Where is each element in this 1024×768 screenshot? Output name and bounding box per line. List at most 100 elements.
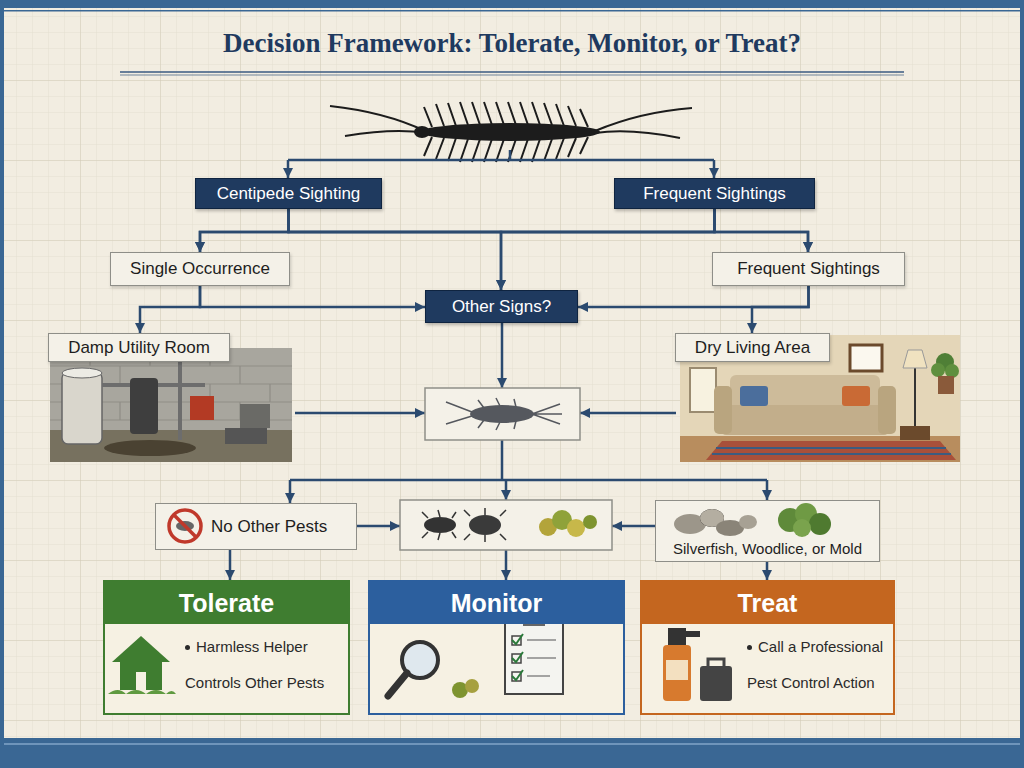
living-room-illustration-part [712,448,951,454]
condition-box: No Other Pests [155,503,357,550]
panel-heading: Monitor [451,589,543,618]
box-label: Frequent Sightings [643,184,786,204]
panel-body: Harmless HelperControls Other Pests [105,624,348,692]
signs-icon-box-part [422,508,506,542]
signs-icon-box [400,500,612,550]
silverfish-box-part [470,405,534,423]
monitor-panel-fill [368,580,625,715]
decision-box: Frequent Sightings [614,178,815,209]
treat-panel-fill-part [640,580,895,715]
branch-box: Frequent Sightings [712,252,905,286]
centipede-figure-part [595,108,692,138]
living-room-illustration-part [722,405,888,435]
treat-panel-fill [640,580,895,715]
signs-icon-box-part [424,517,456,533]
flow-arrows-part [289,480,292,503]
box-label: Dry Living Area [695,338,810,358]
flow-arrow [766,562,769,580]
no-pests-box-fill-part [169,510,201,542]
silverfish-box-part [446,398,562,430]
panel-header: Treat [642,582,893,624]
outcome-panel: TreatCall a ProfessionalPest Control Act… [640,580,895,715]
treat-panel-fill-part [666,660,688,680]
page-frame-part [0,738,1024,768]
title-rule-part [120,75,904,76]
page-frame-part [0,10,1024,12]
page-frame-part [0,0,4,768]
treat-panel-fill-part [708,659,724,666]
page-frame-part [1020,0,1024,768]
panel-line: Controls Other Pests [185,674,348,692]
pest-signs-box-fill [655,500,880,562]
signs-icon-box-part [567,519,585,537]
panel-note: Controls Other Pests [185,674,324,691]
centipede-figure-part [414,126,430,138]
panel-header: Monitor [370,582,623,624]
page-frame-part [0,743,1024,745]
living-room-illustration-part [714,386,732,434]
flow-arrows-part [766,480,769,500]
title-rule-part [120,71,904,73]
treat-panel-fill-part [686,631,700,637]
treat-panel-fill-part [700,666,732,701]
monitor-panel-fill-part [512,634,523,680]
flow-arrow [200,209,715,252]
box-label: Damp Utility Room [68,338,210,358]
silverfish-box [425,388,580,440]
living-room-illustration-part [690,368,716,412]
monitor-panel-fill-part [388,673,407,696]
living-room-illustration-part [903,350,927,368]
utility-room-illustration [50,348,292,462]
panel-header: Tolerate [105,582,348,624]
flow-arrows-part [612,525,655,528]
pest-signs-box-fill-part [793,519,811,537]
panel-heading: Tolerate [179,589,274,618]
flow-arrow [501,209,715,290]
centipede-figure-part [420,123,600,141]
living-room-illustration-part [945,364,959,378]
tolerate-panel-fill-part [108,690,176,694]
flow-arrows-part [288,150,714,160]
no-pests-box-fill-part [174,515,196,537]
flow-arrows-part [713,160,716,178]
utility-room-illustration-part [62,368,102,378]
monitor-panel-fill-part [505,622,563,694]
tolerate-panel-fill-part [120,660,162,690]
treat-panel-fill-part [663,645,691,701]
utility-room-illustration-part [225,428,267,444]
panel-line: Call a Professional [747,638,893,656]
box-label: Centipede Sighting [217,184,361,204]
monitor-panel-fill-part [465,679,479,693]
box-label: Silverfish, Woodlice, or Mold [673,540,862,557]
flow-arrows-part [357,525,400,528]
panel-heading: Treat [738,589,798,618]
signs-icon-box-part [583,515,597,529]
location-label: Damp Utility Room [48,333,230,362]
living-room-illustration-part [740,386,768,406]
living-room-illustration-part [931,363,945,377]
flow-arrows-part [505,480,508,500]
tolerate-panel-fill-part [136,672,146,690]
utility-room-illustration-part [50,348,292,462]
title-area: Decision Framework: Tolerate, Monitor, o… [0,28,1024,59]
utility-room-illustration-part [62,372,102,444]
centipede-figure-part [330,106,425,136]
flow-arrows-part [501,323,504,388]
living-room-illustration-part [938,376,954,394]
decision-box: Other Signs? [425,290,578,323]
tolerate-panel-fill-part [103,580,350,715]
pest-signs-box-fill-part [739,515,757,529]
flow-arrow [200,209,289,252]
silverfish-box-part [425,388,580,440]
flow-arrows-part [295,412,425,415]
utility-room-illustration-part [240,404,270,428]
living-room-illustration-part [706,441,956,460]
page-frame-part [0,0,1024,8]
monitor-panel-fill-part [527,640,556,676]
no-pests-box-fill-part [155,503,357,550]
box-label: Frequent Sightings [737,259,880,279]
